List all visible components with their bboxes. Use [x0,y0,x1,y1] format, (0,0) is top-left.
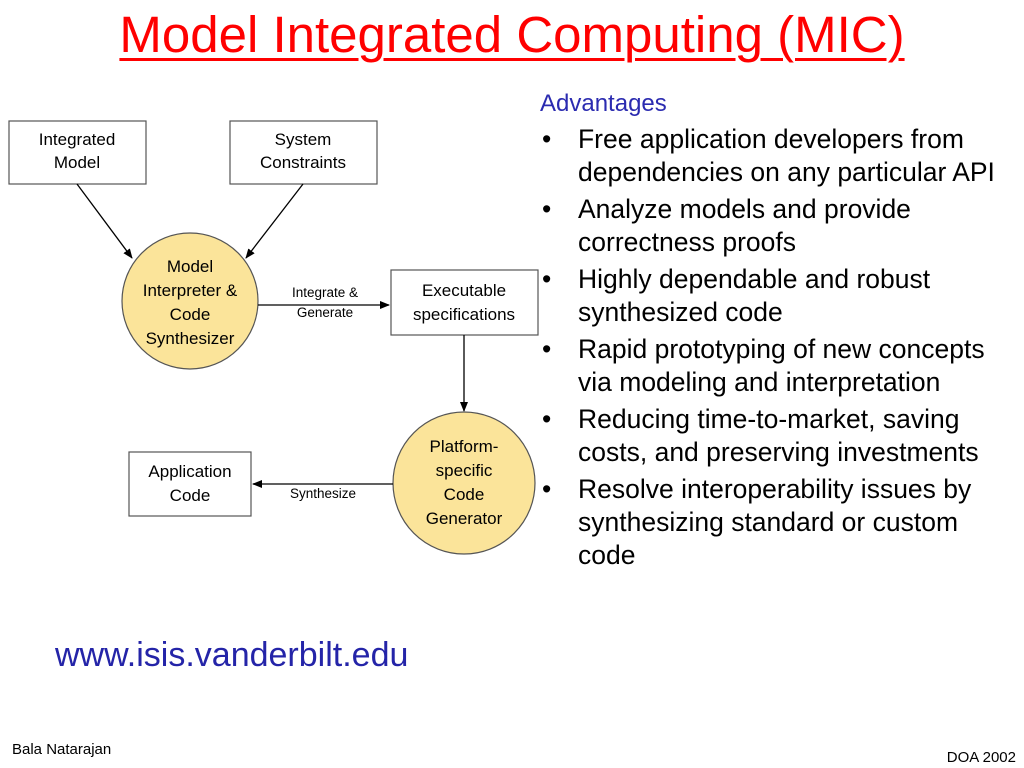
advantages-list: • Free application developers from depen… [540,123,1020,572]
system-constraints-box [229,120,378,185]
bullet-icon: • [542,473,552,504]
executable-specifications-label-line-1: Executable [422,281,506,300]
arrow-integrated-model-to-interpreter [76,183,133,259]
executable-specifications-box [390,269,539,336]
platform-generator-label-line-1: Platform- [430,437,499,456]
synthesize-label: Synthesize [290,486,356,501]
model-interpreter-label-line-2: Interpreter & [143,281,238,300]
advantage-item: • Free application developers from depen… [540,123,1020,189]
advantage-item: • Highly dependable and robust synthesiz… [540,263,1020,329]
model-interpreter-node: Model Interpreter & Code Synthesizer [121,232,259,370]
model-interpreter-label-line-3: Code [170,305,211,324]
model-interpreter-label-line-4: Synthesizer [146,329,235,348]
integrated-model-box [8,120,147,185]
platform-generator-label-line-3: Code [444,485,485,504]
application-code-label-line-1: Application [148,462,231,481]
integrate-generate-label-line-1: Integrate & [292,285,358,300]
mic-flow-diagram: Integrated Model System Constraints Mode… [8,120,539,555]
advantage-text: Analyze models and provide correctness p… [578,193,911,257]
application-code-node: Application Code [128,451,252,517]
advantage-text: Reducing time-to-market, saving costs, a… [578,403,979,467]
application-code-label-line-2: Code [170,486,211,505]
footer-author: Bala Natarajan [12,741,112,758]
bullet-icon: • [542,403,552,434]
platform-generator-label-line-2: specific [436,461,493,480]
advantage-text: Resolve interoperability issues by synth… [578,473,972,570]
advantage-item: • Rapid prototyping of new concepts via … [540,333,1020,399]
system-constraints-label-line-1: System [275,130,332,149]
website-url: www.isis.vanderbilt.edu [55,636,409,674]
bullet-icon: • [542,333,552,364]
advantages-section: Advantages • Free application developers… [540,90,1020,576]
bullet-icon: • [542,193,552,224]
integrate-generate-label-line-2: Generate [297,305,353,320]
platform-generator-circle [392,411,536,555]
executable-specifications-node: Executable specifications [390,269,539,336]
advantage-item: • Reducing time-to-market, saving costs,… [540,403,1020,469]
platform-generator-node: Platform- specific Code Generator [392,411,536,555]
integrated-model-label-line-2: Model [54,153,100,172]
advantage-text: Free application developers from depende… [578,123,995,187]
advantage-item: • Analyze models and provide correctness… [540,193,1020,259]
advantage-text: Highly dependable and robust synthesized… [578,263,931,327]
system-constraints-label-line-2: Constraints [260,153,346,172]
integrated-model-node: Integrated Model [8,120,147,185]
platform-generator-label-line-4: Generator [426,509,503,528]
advantage-item: • Resolve interoperability issues by syn… [540,473,1020,572]
bullet-icon: • [542,123,552,154]
advantages-heading: Advantages [540,90,667,117]
application-code-box [128,451,252,517]
bullet-icon: • [542,263,552,294]
executable-specifications-label-line-2: specifications [413,305,515,324]
integrated-model-label-line-1: Integrated [39,130,116,149]
footer-meeting: DOA 2002 [946,749,1016,766]
system-constraints-node: System Constraints [229,120,378,185]
arrow-system-constraints-to-interpreter [245,183,304,259]
model-interpreter-label-line-1: Model [167,257,213,276]
advantage-text: Rapid prototyping of new concepts via mo… [578,333,985,397]
slide-title: Model Integrated Computing (MIC) [119,6,905,63]
model-interpreter-circle [121,232,259,370]
